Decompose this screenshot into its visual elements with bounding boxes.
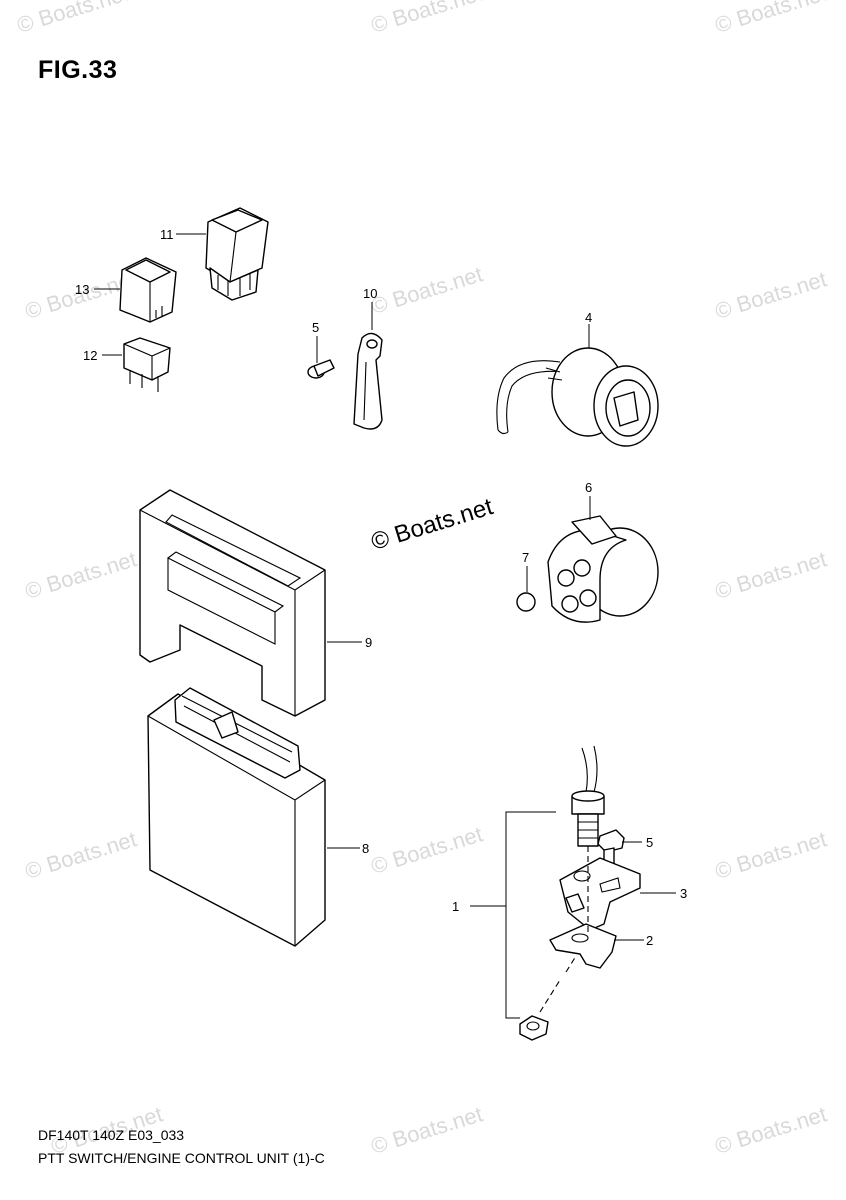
relay-12[interactable] <box>123 337 171 392</box>
cap-7[interactable] <box>516 592 536 612</box>
model-code: DF140T 140Z E03_033 <box>38 1127 185 1143</box>
bracket-3[interactable] <box>559 857 641 931</box>
callout-13: 13 <box>75 282 89 297</box>
callout-12: 12 <box>83 348 97 363</box>
callout-5-top: 5 <box>312 320 319 335</box>
bolt-5-top[interactable] <box>307 359 335 379</box>
callout-2: 2 <box>646 933 653 948</box>
switch-assembly-1[interactable] <box>519 745 605 1041</box>
strap-10[interactable] <box>353 332 383 430</box>
relay-11[interactable] <box>205 207 269 301</box>
callout-5-lower: 5 <box>646 835 653 850</box>
callout-1: 1 <box>452 899 459 914</box>
callout-11: 11 <box>160 227 174 242</box>
callout-8: 8 <box>362 841 369 856</box>
connector-6[interactable] <box>547 515 659 623</box>
callout-10: 10 <box>363 286 377 301</box>
callout-6: 6 <box>585 480 592 495</box>
callout-7: 7 <box>522 550 529 565</box>
connector-4[interactable] <box>496 347 659 447</box>
callout-3: 3 <box>680 886 687 901</box>
relay-13[interactable] <box>119 257 177 323</box>
section-name: PTT SWITCH/ENGINE CONTROL UNIT (1)-C <box>38 1150 325 1166</box>
callout-4: 4 <box>585 310 592 325</box>
plate-2[interactable] <box>549 923 617 969</box>
figure-title: FIG.33 <box>38 56 118 84</box>
ecm-8[interactable] <box>147 687 326 947</box>
bracket-leader <box>505 811 556 1019</box>
callout-9: 9 <box>365 635 372 650</box>
cover-9[interactable] <box>139 489 326 717</box>
